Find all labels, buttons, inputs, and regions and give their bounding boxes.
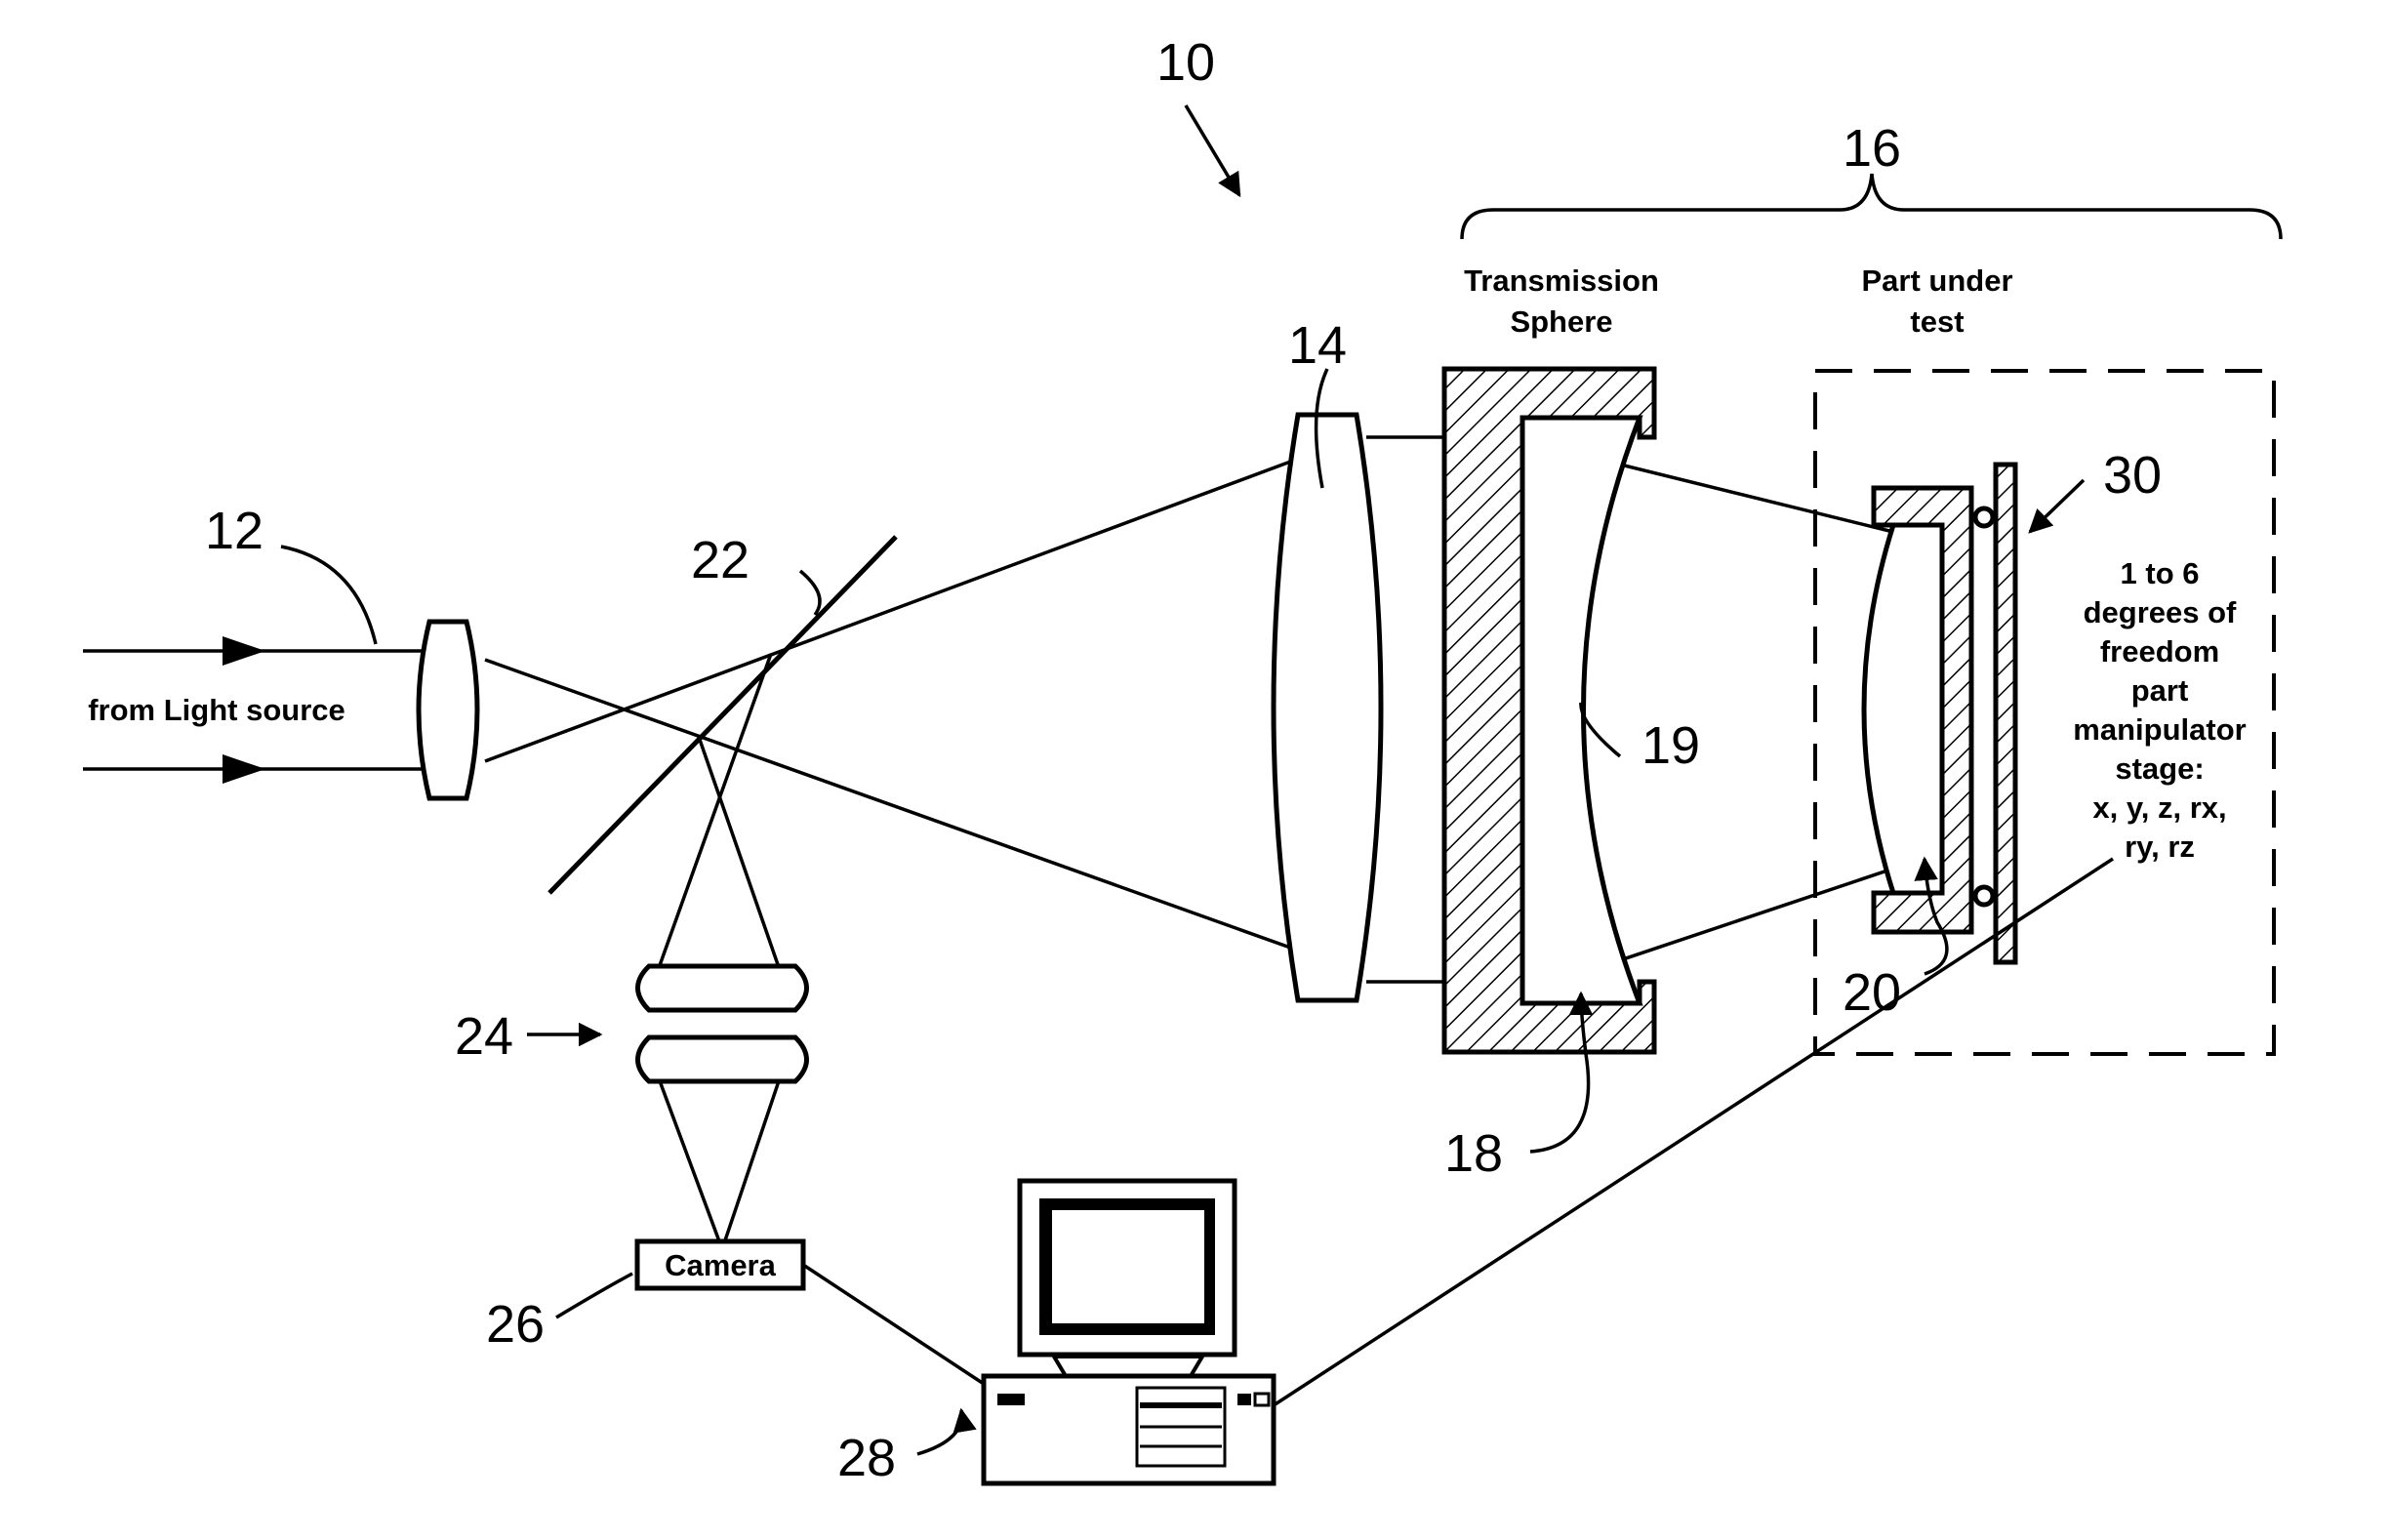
stage-bearing [1975,508,1993,526]
imaging-lens-upper [638,966,807,1010]
monitor-stand [1054,1357,1202,1376]
stage-description-line: part [2131,673,2189,708]
ref-19: 19 [1641,716,1700,775]
ref-12: 12 [205,502,263,560]
camera-cable [803,1265,984,1384]
transmission-sphere-label-line1: Transmission [1464,263,1659,298]
ref-22: 22 [691,531,750,589]
transmission-sphere-label-line2: Sphere [1510,304,1612,339]
stage-description-line: freedom [2100,634,2219,669]
ref-10: 10 [1156,33,1215,92]
ref-14: 14 [1288,316,1347,375]
assembly-brace [1462,174,2281,239]
imaging-lens-lower [638,1037,807,1081]
beam-arrow-icon [223,754,265,784]
beam-arrow-icon [223,636,265,666]
computer [984,1181,1274,1483]
ref-20: 20 [1843,963,1901,1022]
part-under-test-label-line1: Part under [1861,263,2012,298]
main-lens [1274,415,1381,1000]
input-lens [419,622,477,798]
stage-description-line: x, y, z, rx, [2092,790,2226,825]
stage-cable [1274,859,2113,1405]
beamsplitter-plate [549,537,896,893]
light-source-label: from Light source [88,693,345,727]
ref-24: 24 [455,1007,513,1066]
stage-description: 1 to 6 degrees of freedom part manipulat… [2073,556,2246,864]
stage-description-line: degrees of [2084,595,2237,629]
part-optic [1864,525,1942,893]
ref-26: 26 [486,1295,545,1354]
stage-bearing [1975,887,1993,905]
ref-30: 30 [2103,446,2162,505]
stage-description-line: manipulator [2073,712,2246,747]
stage-description-line: ry, rz [2125,830,2195,864]
drive-slot [997,1394,1025,1405]
stage-plate [1996,465,2015,962]
stage-description-line: stage: [2115,751,2204,786]
part-under-test-label-line2: test [1910,304,1964,339]
ref-16: 16 [1843,119,1901,178]
ref-18: 18 [1444,1124,1503,1183]
stage-description-line: 1 to 6 [2121,556,2200,590]
ref-28: 28 [837,1429,896,1487]
monitor-screen [1052,1210,1204,1323]
computer-case [984,1376,1274,1483]
power-button-icon [1237,1394,1251,1405]
camera-label: Camera [665,1248,776,1282]
